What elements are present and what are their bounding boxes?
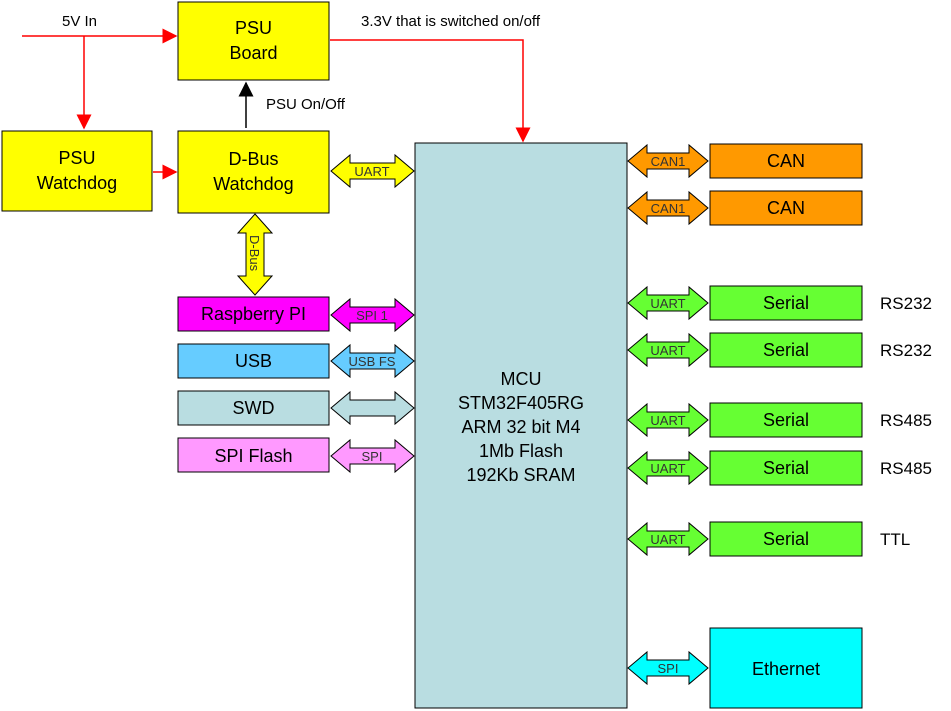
right-peripheral-label: CAN	[767, 151, 805, 171]
switched-power-label: 3.3V that is switched on/off	[361, 13, 541, 30]
dbus-watchdog-line1: D-Bus	[228, 149, 278, 169]
right-link-label: UART	[650, 413, 685, 428]
right-link-arrow	[627, 143, 709, 179]
right-link-label: UART	[650, 343, 685, 358]
ethernet-link-label: SPI	[658, 661, 679, 676]
spi1-arrow: SPI 1	[330, 297, 415, 333]
five-v-in-label: 5V In	[62, 13, 97, 30]
right-link-label: CAN1	[651, 154, 686, 169]
right-link-arrow	[627, 332, 709, 368]
right-peripheral-box	[709, 521, 863, 557]
spi-flash-label: SPI Flash	[214, 446, 292, 466]
right-link-label: UART	[650, 461, 685, 476]
psu-on-off-label: PSU On/Off	[266, 96, 346, 113]
spi1-label: SPI 1	[356, 308, 388, 323]
power-lines	[22, 28, 531, 180]
uart-dbus-label: UART	[354, 164, 389, 179]
psu-watchdog-line2: Watchdog	[37, 173, 117, 193]
swd-box: SWD	[177, 390, 330, 426]
right-peripheral-label: Serial	[763, 410, 809, 430]
raspberry-pi-box: Raspberry PI	[177, 296, 330, 332]
right-link-arrow	[627, 402, 709, 438]
psu-board-line1: PSU	[235, 18, 272, 38]
psu-board-line2: Board	[229, 43, 277, 63]
interface-type-label: RS485	[880, 411, 932, 430]
dbus-link-arrow: D-Bus	[236, 213, 274, 296]
right-peripheral-box	[709, 450, 863, 486]
dbus-link-label: D-Bus	[247, 235, 262, 272]
right-peripheral-box	[709, 190, 863, 226]
right-peripheral-label: Serial	[763, 458, 809, 478]
right-peripheral-box	[709, 402, 863, 438]
mcu-line3: ARM 32 bit M4	[461, 417, 580, 437]
dbus-watchdog-box: D-Bus Watchdog	[177, 130, 330, 214]
mcu-line5: 192Kb SRAM	[466, 465, 575, 485]
psu-watchdog-line1: PSU	[58, 148, 95, 168]
right-peripheral-label: CAN	[767, 198, 805, 218]
right-peripheral-box	[709, 332, 863, 368]
psu-board-box: PSU Board	[177, 1, 330, 81]
interface-type-label: RS232	[880, 294, 932, 313]
usbfs-label: USB FS	[349, 354, 396, 369]
spi-flash-link-label: SPI	[362, 449, 383, 464]
mcu-line4: 1Mb Flash	[479, 441, 563, 461]
right-link-label: UART	[650, 296, 685, 311]
interface-type-label: RS232	[880, 341, 932, 360]
right-peripheral-label: Serial	[763, 529, 809, 549]
psu-watchdog-box: PSU Watchdog	[1, 130, 153, 212]
usb-box: USB	[177, 343, 330, 379]
right-peripheral-label: Serial	[763, 340, 809, 360]
right-link-label: CAN1	[651, 201, 686, 216]
mcu-line2: STM32F405RG	[458, 393, 584, 413]
interface-type-label: TTL	[880, 530, 910, 549]
right-link-label: UART	[650, 532, 685, 547]
ethernet-box: Ethernet	[709, 627, 863, 709]
right-link-arrow	[627, 285, 709, 321]
spi-flash-box: SPI Flash	[177, 437, 330, 473]
swd-arrow	[330, 390, 415, 426]
raspberry-pi-label: Raspberry PI	[201, 304, 306, 324]
mcu-box: MCU STM32F405RG ARM 32 bit M4 1Mb Flash …	[414, 142, 628, 709]
mcu-line1: MCU	[501, 369, 542, 389]
spi-flash-arrow: SPI	[330, 438, 415, 474]
swd-label: SWD	[233, 398, 275, 418]
uart-dbus-arrow: UART	[330, 153, 415, 189]
ethernet-arrow: SPI	[627, 650, 709, 686]
right-link-arrow	[627, 450, 709, 486]
right-peripheral-box	[709, 143, 863, 179]
dbus-watchdog-line2: Watchdog	[213, 174, 293, 194]
interface-type-label: RS485	[880, 459, 932, 478]
right-peripheral-box	[709, 285, 863, 321]
right-link-arrow	[627, 521, 709, 557]
usb-label: USB	[235, 351, 272, 371]
right-link-arrow	[627, 190, 709, 226]
ethernet-label: Ethernet	[752, 659, 820, 679]
usbfs-arrow: USB FS	[330, 343, 415, 379]
right-peripheral-label: Serial	[763, 293, 809, 313]
